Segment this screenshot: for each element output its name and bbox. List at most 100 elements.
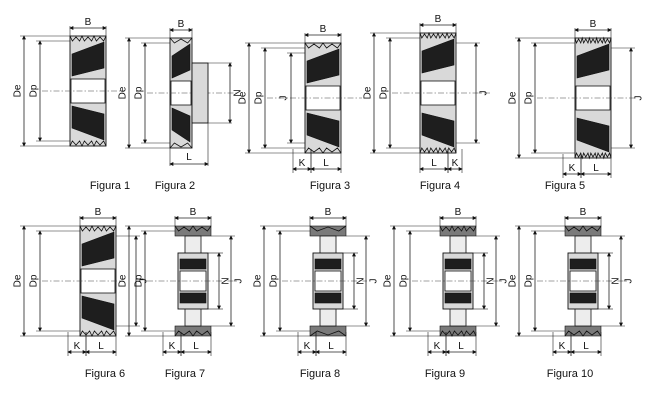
pulley-section <box>576 43 610 79</box>
k-label: K <box>74 341 81 352</box>
de-label: De <box>13 84 24 97</box>
l-label: L <box>593 163 599 174</box>
n-label: N <box>486 277 497 284</box>
b-label: B <box>190 207 197 218</box>
figure-caption: Figura 4 <box>419 180 461 192</box>
b-label: B <box>320 24 327 35</box>
pulley-section <box>576 117 610 153</box>
rim-groove-edge <box>564 330 602 337</box>
b-label: B <box>435 14 442 25</box>
l-label: L <box>431 158 437 169</box>
hub-section <box>444 292 472 304</box>
pulley-rim <box>309 325 347 337</box>
hub-section <box>314 258 342 270</box>
figure-caption: Figura 1 <box>89 180 131 192</box>
figure-caption: Figura 10 <box>546 368 594 380</box>
hub-section <box>569 292 597 304</box>
pulley-hub <box>191 62 209 124</box>
rim-groove-edge <box>419 31 457 39</box>
pulley-section <box>421 38 455 74</box>
k-label: K <box>169 341 176 352</box>
rim-groove-edge <box>174 225 212 232</box>
j-label: J <box>479 91 490 96</box>
pulley-rim <box>564 225 602 237</box>
l-label: L <box>98 341 104 352</box>
de-label: De <box>118 274 129 287</box>
hub-section <box>179 292 207 304</box>
l-label: L <box>323 158 329 169</box>
figure-caption: Figura 3 <box>309 180 351 192</box>
shaft-bore <box>80 268 116 294</box>
n-label: N <box>356 277 367 284</box>
rim-groove-edge <box>309 330 347 337</box>
hub-section <box>569 258 597 270</box>
pulley-rim <box>564 325 602 337</box>
rim-groove-edge <box>564 225 602 232</box>
rim-groove-edge <box>304 147 342 154</box>
dp-label: Dp <box>29 274 40 287</box>
de-label: De <box>13 274 24 287</box>
l-label: L <box>193 341 199 352</box>
n-label: N <box>233 89 244 96</box>
pulley-section <box>306 48 340 84</box>
n-label: N <box>611 277 622 284</box>
k-label: K <box>304 341 311 352</box>
rim-groove-edge <box>69 35 107 42</box>
j-label: J <box>279 96 290 101</box>
figure-caption: Figura 8 <box>299 368 341 380</box>
dp-label: Dp <box>254 91 265 104</box>
pulley-rim <box>174 325 212 337</box>
de-label: De <box>238 91 249 104</box>
de-label: De <box>508 274 519 287</box>
de-label: De <box>363 86 374 99</box>
pulley-section <box>171 107 191 143</box>
dp-label: Dp <box>524 274 535 287</box>
l-label: L <box>583 341 589 352</box>
k-label: K <box>559 341 566 352</box>
k-label: K <box>452 158 459 169</box>
rim-groove-edge <box>174 330 212 337</box>
rim-groove-edge <box>304 42 342 49</box>
figure-caption: Figura 7 <box>164 368 206 380</box>
pulley-section <box>81 231 115 267</box>
pulley-rim <box>309 225 347 237</box>
de-label: De <box>383 274 394 287</box>
pulley-section <box>306 112 340 148</box>
pulley-section <box>71 105 105 141</box>
hub-section <box>444 258 472 270</box>
rim-groove-edge <box>169 142 193 149</box>
figure-caption: Figura 6 <box>84 368 126 380</box>
dp-label: Dp <box>524 91 535 104</box>
b-label: B <box>455 207 462 218</box>
pulley-section <box>421 112 455 148</box>
rim-groove-edge <box>309 225 347 232</box>
dp-label: Dp <box>29 84 40 97</box>
k-label: K <box>434 341 441 352</box>
l-label: L <box>328 341 334 352</box>
rim-groove-edge <box>79 225 117 232</box>
j-label: J <box>624 279 635 284</box>
l-label: L <box>458 341 464 352</box>
l-label: L <box>186 152 192 163</box>
de-label: De <box>118 86 129 99</box>
pulley-section <box>81 295 115 331</box>
dp-label: Dp <box>399 274 410 287</box>
b-label: B <box>178 19 185 30</box>
rim-groove-edge <box>439 225 477 232</box>
j-label: J <box>369 279 380 284</box>
rim-groove-edge <box>574 36 612 45</box>
de-label: De <box>508 91 519 104</box>
dp-label: Dp <box>134 86 145 99</box>
hub-section <box>314 292 342 304</box>
de-label: De <box>253 274 264 287</box>
rim-groove-edge <box>419 147 457 155</box>
shaft-bore <box>305 85 341 111</box>
